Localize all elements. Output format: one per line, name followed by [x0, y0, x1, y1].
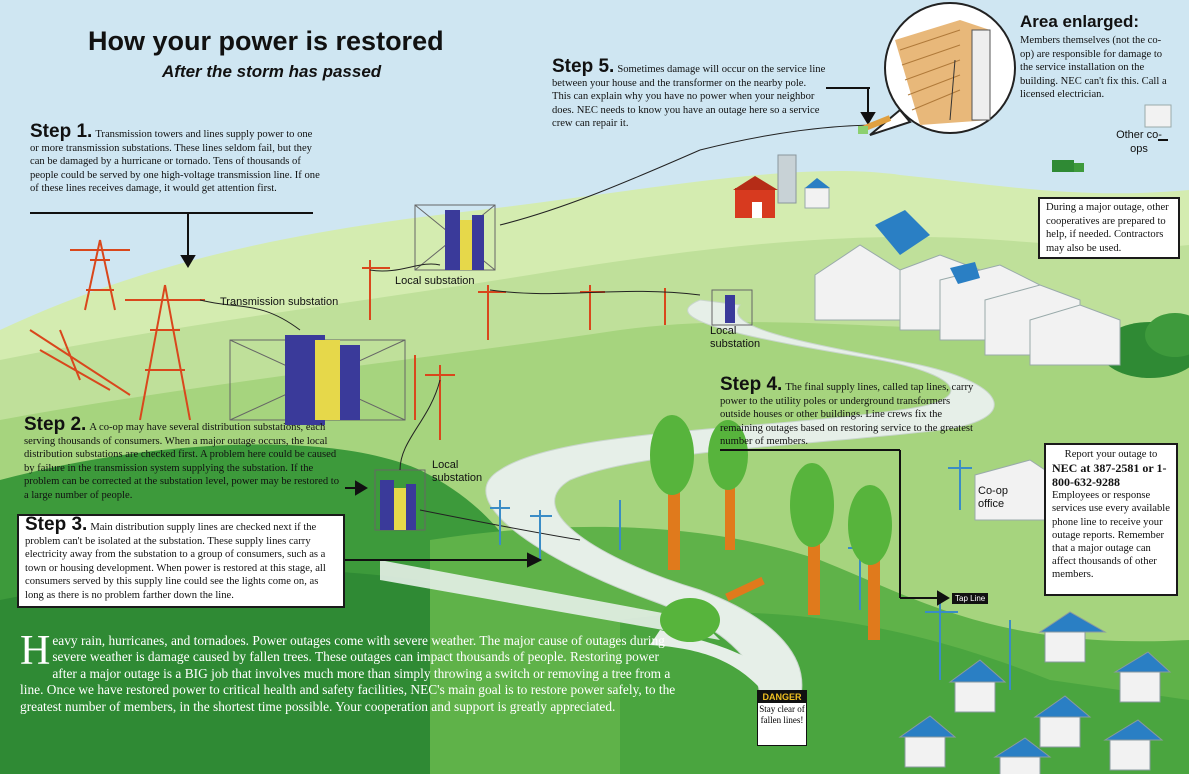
step-2-text: A co-op may have several distribution su…	[24, 422, 340, 501]
step-1-text: Transmission towers and lines supply pow…	[30, 129, 320, 195]
report-phone-number: NEC at 387-2581 or 1-800-632-9288	[1052, 461, 1167, 490]
danger-sign: DANGER Stay clear of fallen lines!	[757, 690, 807, 746]
page-title: How your power is restored	[88, 26, 444, 56]
step-4: Step 4.The final supply lines, called ta…	[720, 375, 980, 449]
step-1: Step 1.Transmission towers and lines sup…	[30, 122, 320, 196]
other-coops-text: During a major outage, other cooperative…	[1046, 202, 1169, 254]
step-3-text: Main distribution supply lines are check…	[25, 522, 326, 601]
coop-office-label: Co-op office	[978, 485, 1008, 510]
step-1-heading: Step 1.	[30, 121, 93, 142]
intro-text: eavy rain, hurricanes, and tornadoes. Po…	[20, 633, 676, 714]
danger-title: DANGER	[758, 691, 806, 703]
local-substation-label-lower: Local substation	[432, 459, 483, 484]
report-intro: Report your outage to	[1064, 449, 1158, 460]
step-5-heading: Step 5.	[552, 56, 615, 77]
step-3-box: Step 3.Main distribution supply lines ar…	[17, 514, 345, 608]
area-enlarged-text: Members themselves (not the co-op) are r…	[1020, 35, 1167, 101]
step-5: Step 5.Sometimes damage will occur on th…	[552, 57, 827, 131]
step-5-text: Sometimes damage will occur on the servi…	[552, 64, 826, 130]
step-2: Step 2.A co-op may have several distribu…	[24, 415, 344, 503]
step-2-heading: Step 2.	[24, 414, 87, 435]
local-substation-label-right: Local substation	[710, 325, 761, 350]
report-text: Employees or response services use every…	[1052, 490, 1170, 581]
report-outage-box: Report your outage to NEC at 387-2581 or…	[1044, 443, 1178, 596]
step-4-text: The final supply lines, called tap lines…	[720, 382, 974, 448]
step-3-heading: Step 3.	[25, 514, 88, 535]
step-4-heading: Step 4.	[720, 374, 783, 395]
intro-drop-cap: H	[20, 628, 51, 674]
other-coops-label: Other co-ops	[1116, 129, 1162, 155]
other-coops-box: During a major outage, other cooperative…	[1038, 197, 1180, 259]
danger-text: Stay clear of fallen lines!	[759, 704, 805, 725]
area-enlarged-heading: Area enlarged:	[1020, 12, 1140, 31]
local-substation-label-top: Local substation	[395, 275, 475, 287]
page-subtitle: After the storm has passed	[162, 62, 382, 81]
tap-line-label: Tap Line	[952, 593, 989, 604]
transmission-substation-label: Transmission substation	[220, 296, 339, 308]
